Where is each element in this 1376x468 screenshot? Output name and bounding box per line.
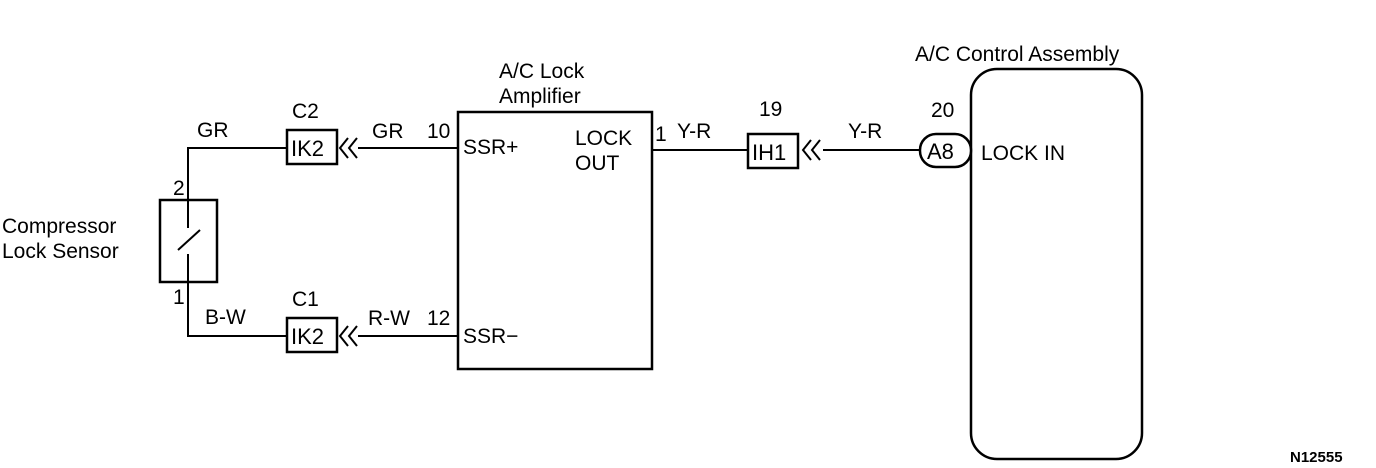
amplifier-title-line1: A/C Lock [499, 60, 585, 83]
amplifier-lock-out-line1: LOCK [575, 127, 632, 150]
connector-c1: C1 IK2 [285, 288, 358, 354]
wire-label-sensor-top: GR [197, 119, 229, 142]
amplifier-pin-1: 1 [655, 123, 667, 146]
sensor-label-line2: Lock Sensor [2, 240, 119, 263]
connector-c1-arrow-1 [338, 325, 349, 347]
connector-ih1-arrow-2 [810, 139, 821, 161]
connector-ih1-name: 19 [759, 98, 782, 121]
compressor-lock-sensor: Compressor Lock Sensor 2 1 [2, 177, 219, 309]
switch-blade [177, 229, 201, 251]
amplifier-pin-12: 12 [427, 307, 450, 330]
sensor-label-line1: Compressor [2, 215, 116, 238]
connector-ih1: 19 IH1 [746, 98, 821, 170]
amplifier-title-line2: Amplifier [499, 85, 581, 108]
sensor-pin-top: 2 [173, 177, 185, 200]
amplifier-pin-10: 10 [427, 120, 450, 143]
connector-a8 [918, 132, 973, 169]
connector-ih1-arrow-1 [801, 139, 812, 161]
wire-label-sensor-bottom: B-W [205, 306, 246, 329]
figure-ref: N12555 [1290, 449, 1343, 466]
connector-c2-arrow-2 [347, 137, 358, 159]
connector-c2: C2 IK2 [285, 100, 358, 166]
wire-label-lock-in: Y-R [848, 120, 882, 143]
wire-sensor-bottom [187, 282, 287, 337]
ac-lock-amplifier: A/C Lock Amplifier 10 SSR+ 12 SSR− 1 LOC… [427, 60, 667, 371]
connector-c1-label: IK2 [291, 324, 324, 349]
connector-ih1-label: IH1 [752, 140, 786, 165]
wire-label-lock-out: Y-R [677, 120, 711, 143]
control-assembly-lock-in: LOCK IN [981, 142, 1065, 165]
connector-c2-label: IK2 [291, 136, 324, 161]
connector-a8-name: 20 [931, 99, 954, 122]
amplifier-ssr-plus: SSR+ [463, 136, 518, 159]
connector-a8-label: A8 [927, 139, 954, 164]
wire-label-ssr-plus: GR [372, 120, 404, 143]
connector-c2-name: C2 [292, 100, 319, 123]
wire-label-ssr-minus: R-W [368, 307, 410, 330]
control-assembly-title: A/C Control Assembly [915, 43, 1120, 66]
amplifier-ssr-minus: SSR− [463, 325, 518, 348]
wire-sensor-top [187, 147, 287, 200]
ac-control-assembly: A/C Control Assembly 20 A8 LOCK IN [915, 43, 1144, 461]
connector-c2-arrow-1 [338, 137, 349, 159]
sensor-pin-bottom: 1 [173, 286, 185, 309]
connector-c1-arrow-2 [347, 325, 358, 347]
connector-c1-name: C1 [292, 288, 319, 311]
amplifier-lock-out-line2: OUT [575, 152, 620, 175]
